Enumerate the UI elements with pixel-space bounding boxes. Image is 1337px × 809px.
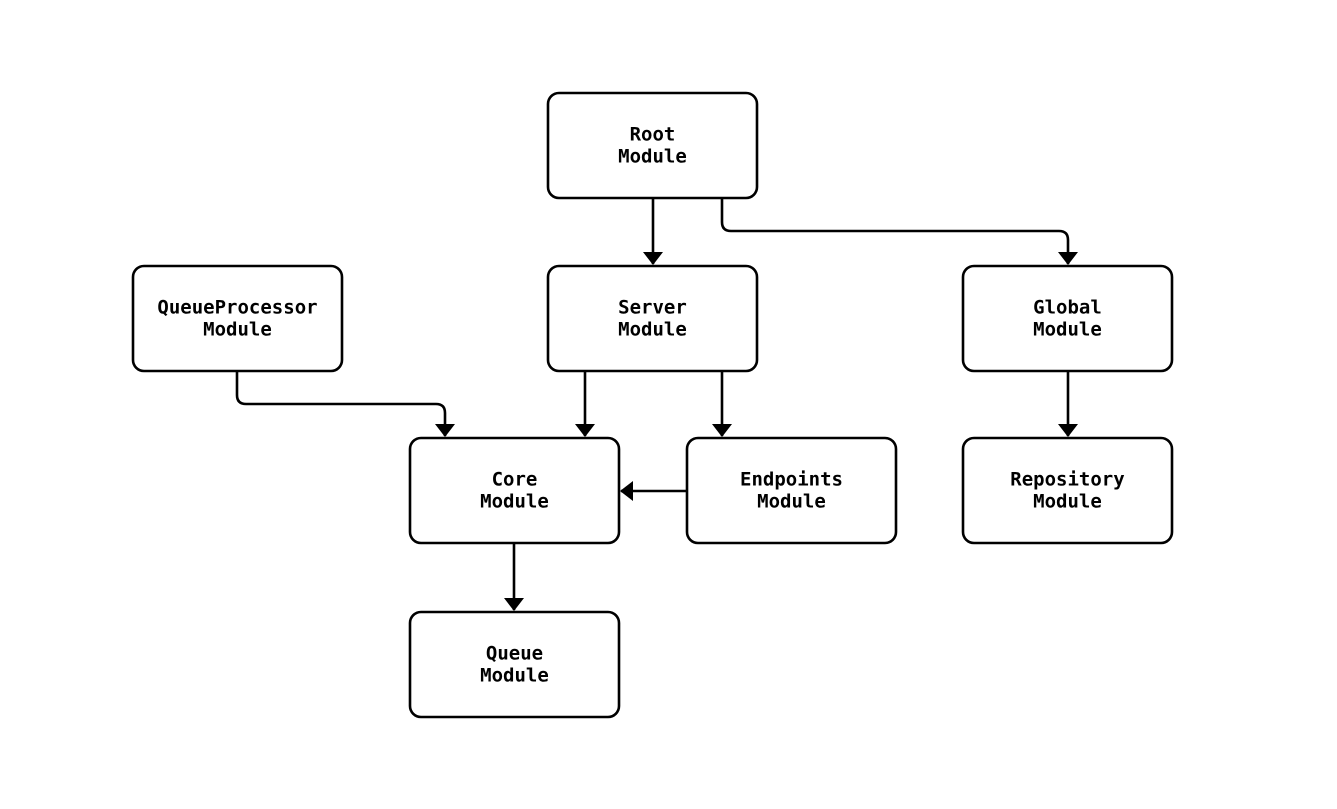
node-endpoints-box <box>685 436 898 545</box>
node-queue-box <box>408 610 621 719</box>
node-server-box <box>546 264 759 373</box>
edges-layer <box>235 198 1078 611</box>
node-core-box <box>408 436 621 545</box>
node-root-box <box>546 91 759 200</box>
node-global-box <box>961 264 1174 373</box>
node-queueprocessor-box <box>131 264 344 373</box>
edge-queueprocessor-to-core <box>235 371 455 437</box>
node-repository-box <box>961 436 1174 545</box>
edge-root-to-global <box>720 198 1078 265</box>
